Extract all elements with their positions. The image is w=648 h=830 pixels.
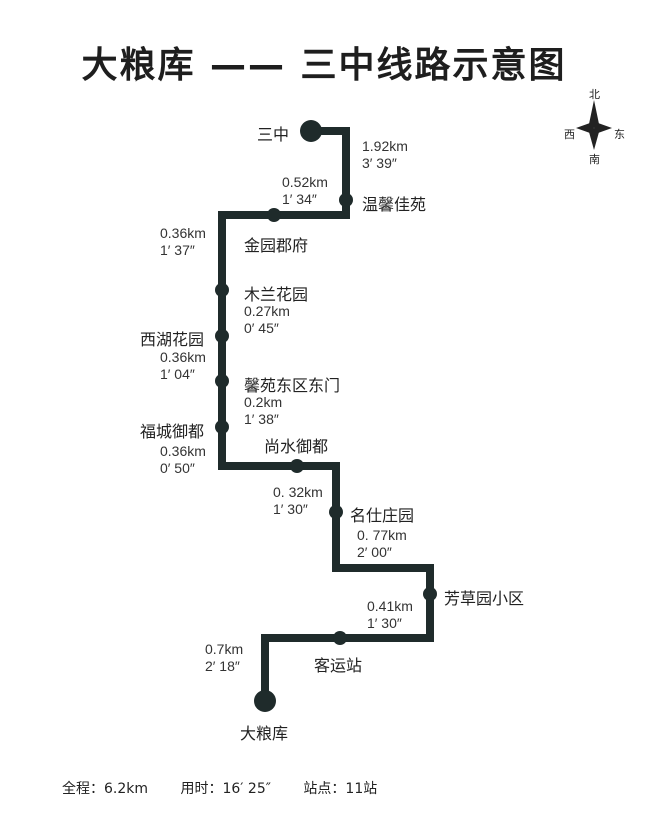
station-label: 西湖花园 <box>140 330 205 349</box>
compass-north: 北 <box>589 88 600 101</box>
compass-rose-icon <box>576 100 612 150</box>
station-dot-terminal-end[interactable] <box>254 690 276 712</box>
station-dot[interactable] <box>215 329 229 343</box>
segment-distance: 0.36km <box>160 349 206 365</box>
segment-distance: 0.27km <box>244 303 290 319</box>
station-label: 尚水御都 <box>264 437 329 456</box>
station-dot[interactable] <box>267 208 281 222</box>
station-dot[interactable] <box>339 193 353 207</box>
segment-distance: 0.52km <box>282 174 328 190</box>
segment-distance: 0.36km <box>160 225 206 241</box>
station-label: 金园郡府 <box>244 236 309 255</box>
segment-time: 2′ 18″ <box>205 658 240 674</box>
station-dot[interactable] <box>423 587 437 601</box>
station-label: 大粮库 <box>240 724 289 743</box>
segment-time: 1′ 34″ <box>282 191 317 207</box>
compass-east: 东 <box>614 128 625 141</box>
station-label: 馨苑东区东门 <box>244 376 341 395</box>
station-label: 福城御都 <box>140 422 205 441</box>
station-dot-terminal-start[interactable] <box>300 120 322 142</box>
segment-distance: 0. 32km <box>273 484 323 500</box>
route-line <box>218 127 434 701</box>
station-dot[interactable] <box>215 283 229 297</box>
segment-distance: 0.7km <box>205 641 244 657</box>
segment-time: 1′ 38″ <box>244 411 279 427</box>
total-distance: 全程：6.2km <box>62 781 149 797</box>
page-title: 大粮库 —— 三中线路示意图 <box>81 45 567 86</box>
route-summary: 全程：6.2km 用时：16′ 25″ 站点：11站 <box>62 778 405 798</box>
segment-distance: 0. 77km <box>357 527 407 543</box>
station-label: 芳草园小区 <box>444 589 525 608</box>
segment-distance: 0.36km <box>160 443 206 459</box>
segment-distance: 0.41km <box>367 598 413 614</box>
station-label: 木兰花园 <box>244 285 309 304</box>
station-dot[interactable] <box>333 631 347 645</box>
station-label: 名仕庄园 <box>350 506 415 525</box>
segment-time: 2′ 00″ <box>357 544 392 560</box>
segment-distance: 0.2km <box>244 394 283 410</box>
segment-time: 3′ 39″ <box>362 155 397 171</box>
segment-time: 1′ 30″ <box>273 501 308 517</box>
segment-time: 1′ 04″ <box>160 366 195 382</box>
compass-west: 西 <box>564 128 575 141</box>
station-dot[interactable] <box>329 505 343 519</box>
total-duration: 用时：16′ 25″ <box>180 781 271 797</box>
segment-time: 1′ 37″ <box>160 242 195 258</box>
station-label: 三中 <box>257 125 290 144</box>
compass-south: 南 <box>589 153 600 166</box>
station-dot[interactable] <box>215 420 229 434</box>
segment-time: 0′ 50″ <box>160 460 195 476</box>
station-dot[interactable] <box>290 459 304 473</box>
station-dot[interactable] <box>215 374 229 388</box>
stop-count: 站点：11站 <box>303 781 378 797</box>
station-label: 客运站 <box>314 656 363 675</box>
segment-time: 1′ 30″ <box>367 615 402 631</box>
segment-time: 0′ 45″ <box>244 320 279 336</box>
station-label: 温馨佳苑 <box>362 195 427 214</box>
segment-distance: 1.92km <box>362 138 408 154</box>
